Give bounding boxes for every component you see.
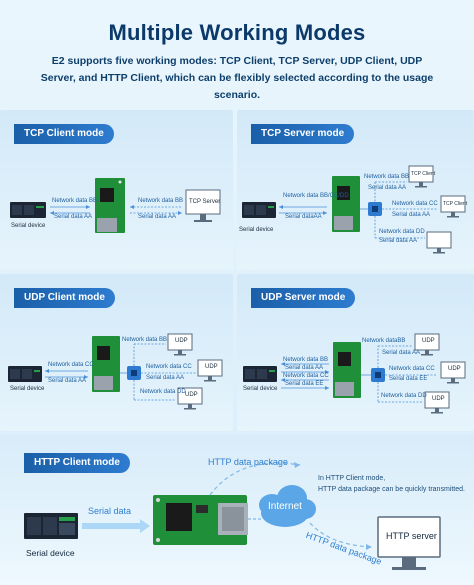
monitor-icon [414,333,440,356]
e2-module-icon [92,336,120,392]
monitor-icon [408,165,434,188]
network-data-cc-label: Network data CC [146,364,192,370]
serial-device-icon [24,513,78,539]
monitor-icon [197,359,223,382]
serial-data-label: Serial data AA [54,214,93,220]
serial-device-icon [8,366,42,382]
network-switch-icon [368,202,382,216]
e2-module-icon [333,342,361,398]
udp-client-tag: UDP Client mode [14,288,115,308]
tcp-server-diagram [242,165,466,254]
tcp-server-label: TCP Server [189,199,221,205]
udp-client-diagram [8,333,223,410]
serial-device-label: Serial device [11,223,46,229]
internet-label: Internet [268,501,302,512]
network-data-cc-label: Network data CC [392,201,438,207]
network-data-bb-label: Network data BB [283,357,329,363]
network-data-bb-label: Network data BB [122,337,168,343]
udp-1-label: UDP [175,338,188,344]
monitor-icon [177,387,203,410]
monitor-icon [426,231,452,254]
tcp-client-panel: TCP Client mode Seri [0,110,233,270]
tcp-client-tag: TCP Client mode [14,124,114,144]
network-data-bb-right-label: Network dataBB [362,338,406,344]
monitor-icon [185,189,221,222]
network-data-dd-label: Network data DD [140,389,186,395]
network-data-bb-label: Network data BB [364,174,410,180]
serial-data-ee-label: Serial data EE [285,381,324,387]
network-data-cc-label: Network data CC [283,373,329,379]
tcp-client-diagram [10,178,221,233]
serial-data-aa-1-label: Serial data AA [368,185,407,191]
network-switch-icon [127,366,141,380]
http-client-diagram [24,462,441,570]
http-package-top-label: HTTP data package [208,457,288,467]
monitor-icon [424,391,450,414]
network-data-right-label: Network data BB [138,198,184,204]
udp-2-label: UDP [448,366,461,372]
network-data-dd-label: Network data DD [379,229,425,235]
monitor-icon [440,361,466,384]
serial-device-label: Serial device [10,386,45,392]
network-data-cc-left-label: Network data CC [48,362,94,368]
udp-3-label: UDP [432,396,445,402]
serial-device-label: Serial device [26,548,75,558]
tcp-server-panel: TCP Server mode [237,110,474,270]
network-switch-icon [371,368,385,382]
note-line-1: In HTTP Client mode, [318,475,386,482]
udp-server-panel: UDP Server mode [237,274,474,431]
udp-3-label: UDP [185,392,198,398]
serial-data-aa-2-label: Serial data AA [392,212,431,218]
serial-device-icon [243,366,277,382]
serial-device-label: Serial device [239,227,274,233]
e2-module-icon [332,176,360,232]
serial-device-icon [10,202,46,218]
header: Multiple Working Modes E2 supports five … [0,0,474,110]
serial-data-right-label: Serial data AA [138,214,177,220]
note-line-2: HTTP data package can be quickly transmi… [318,486,465,493]
e2-module-icon [95,178,125,233]
e2-module-icon [153,495,248,545]
udp-2-label: UDP [205,364,218,370]
serial-data-label: Serial dataAA [285,214,322,220]
tcp-server-tag: TCP Server mode [251,124,355,144]
serial-data-aa-label: Serial data AA [146,375,185,381]
network-data-label: Network data BB/CC/DD [283,193,349,199]
serial-data-label: Serial data AA [48,378,87,384]
monitor-icon [440,195,466,218]
page-subtitle: E2 supports five working modes: TCP Clie… [40,55,434,101]
serial-data-aa-right-label: Serial data AA [382,350,421,356]
network-data-label: Network data BB [52,198,98,204]
serial-device-label: Serial device [243,386,278,392]
http-server-label: HTTP server [386,531,437,541]
tcp-client-label: TCP Client [411,171,436,177]
udp-client-panel: UDP Client mode [0,274,233,431]
tcp-client-right-label: TCP Client [443,201,468,207]
serial-data-aa-3-label: Serial data AA [379,238,418,244]
serial-data-ee-right-label: Serial data EE [389,376,428,382]
serial-device-icon [242,202,276,218]
page-title: Multiple Working Modes [108,20,366,45]
udp-server-tag: UDP Server mode [251,288,356,308]
monitor-icon [167,333,193,356]
udp-1-label: UDP [422,338,435,344]
serial-data-aa-label: Serial data AA [285,365,324,371]
network-data-dd-label: Network data DD [381,393,427,399]
serial-data-label: Serial data [88,506,132,516]
network-data-cc-right-label: Network data CC [389,366,435,372]
http-client-tag: HTTP Client mode [24,453,130,473]
monitor-icon [377,516,441,570]
cloud-icon [259,485,316,527]
udp-server-diagram [243,333,466,414]
http-client-panel: HTTP Client mode [0,435,474,585]
